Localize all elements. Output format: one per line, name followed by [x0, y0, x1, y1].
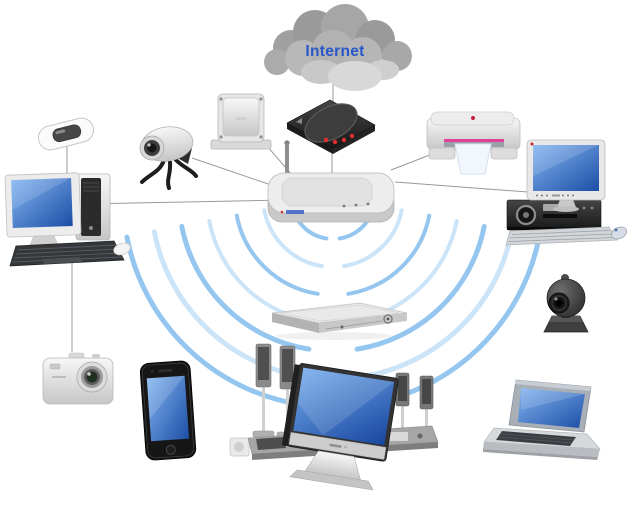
- laptop: [483, 379, 601, 460]
- cable-webcam-router: [191, 157, 281, 189]
- dvd-player-icon: [271, 302, 408, 340]
- digital-camera: [42, 352, 114, 405]
- webcam-icon: [543, 274, 589, 333]
- wifi-signal-arc: [179, 223, 312, 352]
- webcam-icon: [139, 126, 198, 190]
- cable-modem: [286, 99, 376, 154]
- mouse: [113, 242, 131, 256]
- cloud-icon: [264, 4, 412, 91]
- modem-status-leds: [323, 133, 355, 145]
- monitor-screen: [533, 145, 599, 191]
- wifi-signal-arc: [262, 208, 324, 269]
- smartphone-icon: [139, 360, 197, 461]
- wifi-signal-arc: [346, 213, 432, 296]
- wifi-signal-arc: [124, 234, 303, 407]
- modem-icon: [286, 99, 376, 154]
- wireless-router-icon: [267, 140, 395, 223]
- laptop-keyboard: [496, 431, 576, 446]
- internet-cloud: Internet: [264, 4, 412, 91]
- wifi-signal-arc: [342, 208, 404, 269]
- webcam-right: [543, 274, 589, 333]
- router-brand-label: [286, 210, 304, 214]
- flatscreen-tv: [281, 363, 399, 491]
- wifi-signal-arc: [354, 223, 487, 352]
- laptop-icon: [483, 379, 601, 460]
- webcam-left: [139, 126, 198, 190]
- cable-leftpc-router: [81, 199, 285, 205]
- router-antenna: [285, 143, 289, 176]
- phone-home-button: [165, 444, 176, 455]
- printer-paper: [454, 143, 492, 175]
- printer-slot: [444, 139, 504, 142]
- wireless-media-player: [37, 117, 95, 151]
- wifi-signal-left: [124, 203, 329, 407]
- wifi-signal-arc: [234, 213, 320, 296]
- webcam-tripod: [140, 158, 198, 190]
- phone-screen: [146, 375, 190, 442]
- desktop-computer-icon: [4, 172, 131, 267]
- media-player-icon: [37, 117, 95, 151]
- external-hard-drive: [210, 93, 272, 150]
- router-status-leds: [342, 202, 370, 208]
- tv-screen: [293, 367, 395, 446]
- printer-icon: [426, 111, 521, 175]
- internet-label: Internet: [305, 43, 364, 60]
- desktop-computer-left: [4, 172, 131, 267]
- cable-router-rightpc: [394, 181, 529, 193]
- subwoofer: [229, 437, 250, 457]
- dvd-player: [271, 302, 408, 340]
- hard-drive-icon: [210, 93, 272, 150]
- home-theater-icon: [229, 343, 439, 491]
- desktop-computer-icon: [505, 139, 628, 246]
- speaker-left-pair: [252, 343, 299, 439]
- wifi-signal-arc: [151, 229, 307, 380]
- wifi-signal-arc: [359, 229, 515, 380]
- inkjet-printer: [426, 111, 521, 175]
- keyboard: [9, 240, 125, 267]
- desktop-computer-right: [505, 139, 628, 246]
- laptop-screen: [518, 388, 585, 428]
- monitor-screen: [11, 177, 73, 229]
- wireless-router: [267, 140, 395, 223]
- camera-icon: [42, 352, 114, 405]
- home-theater-system: [229, 343, 439, 491]
- smartphone: [139, 360, 197, 461]
